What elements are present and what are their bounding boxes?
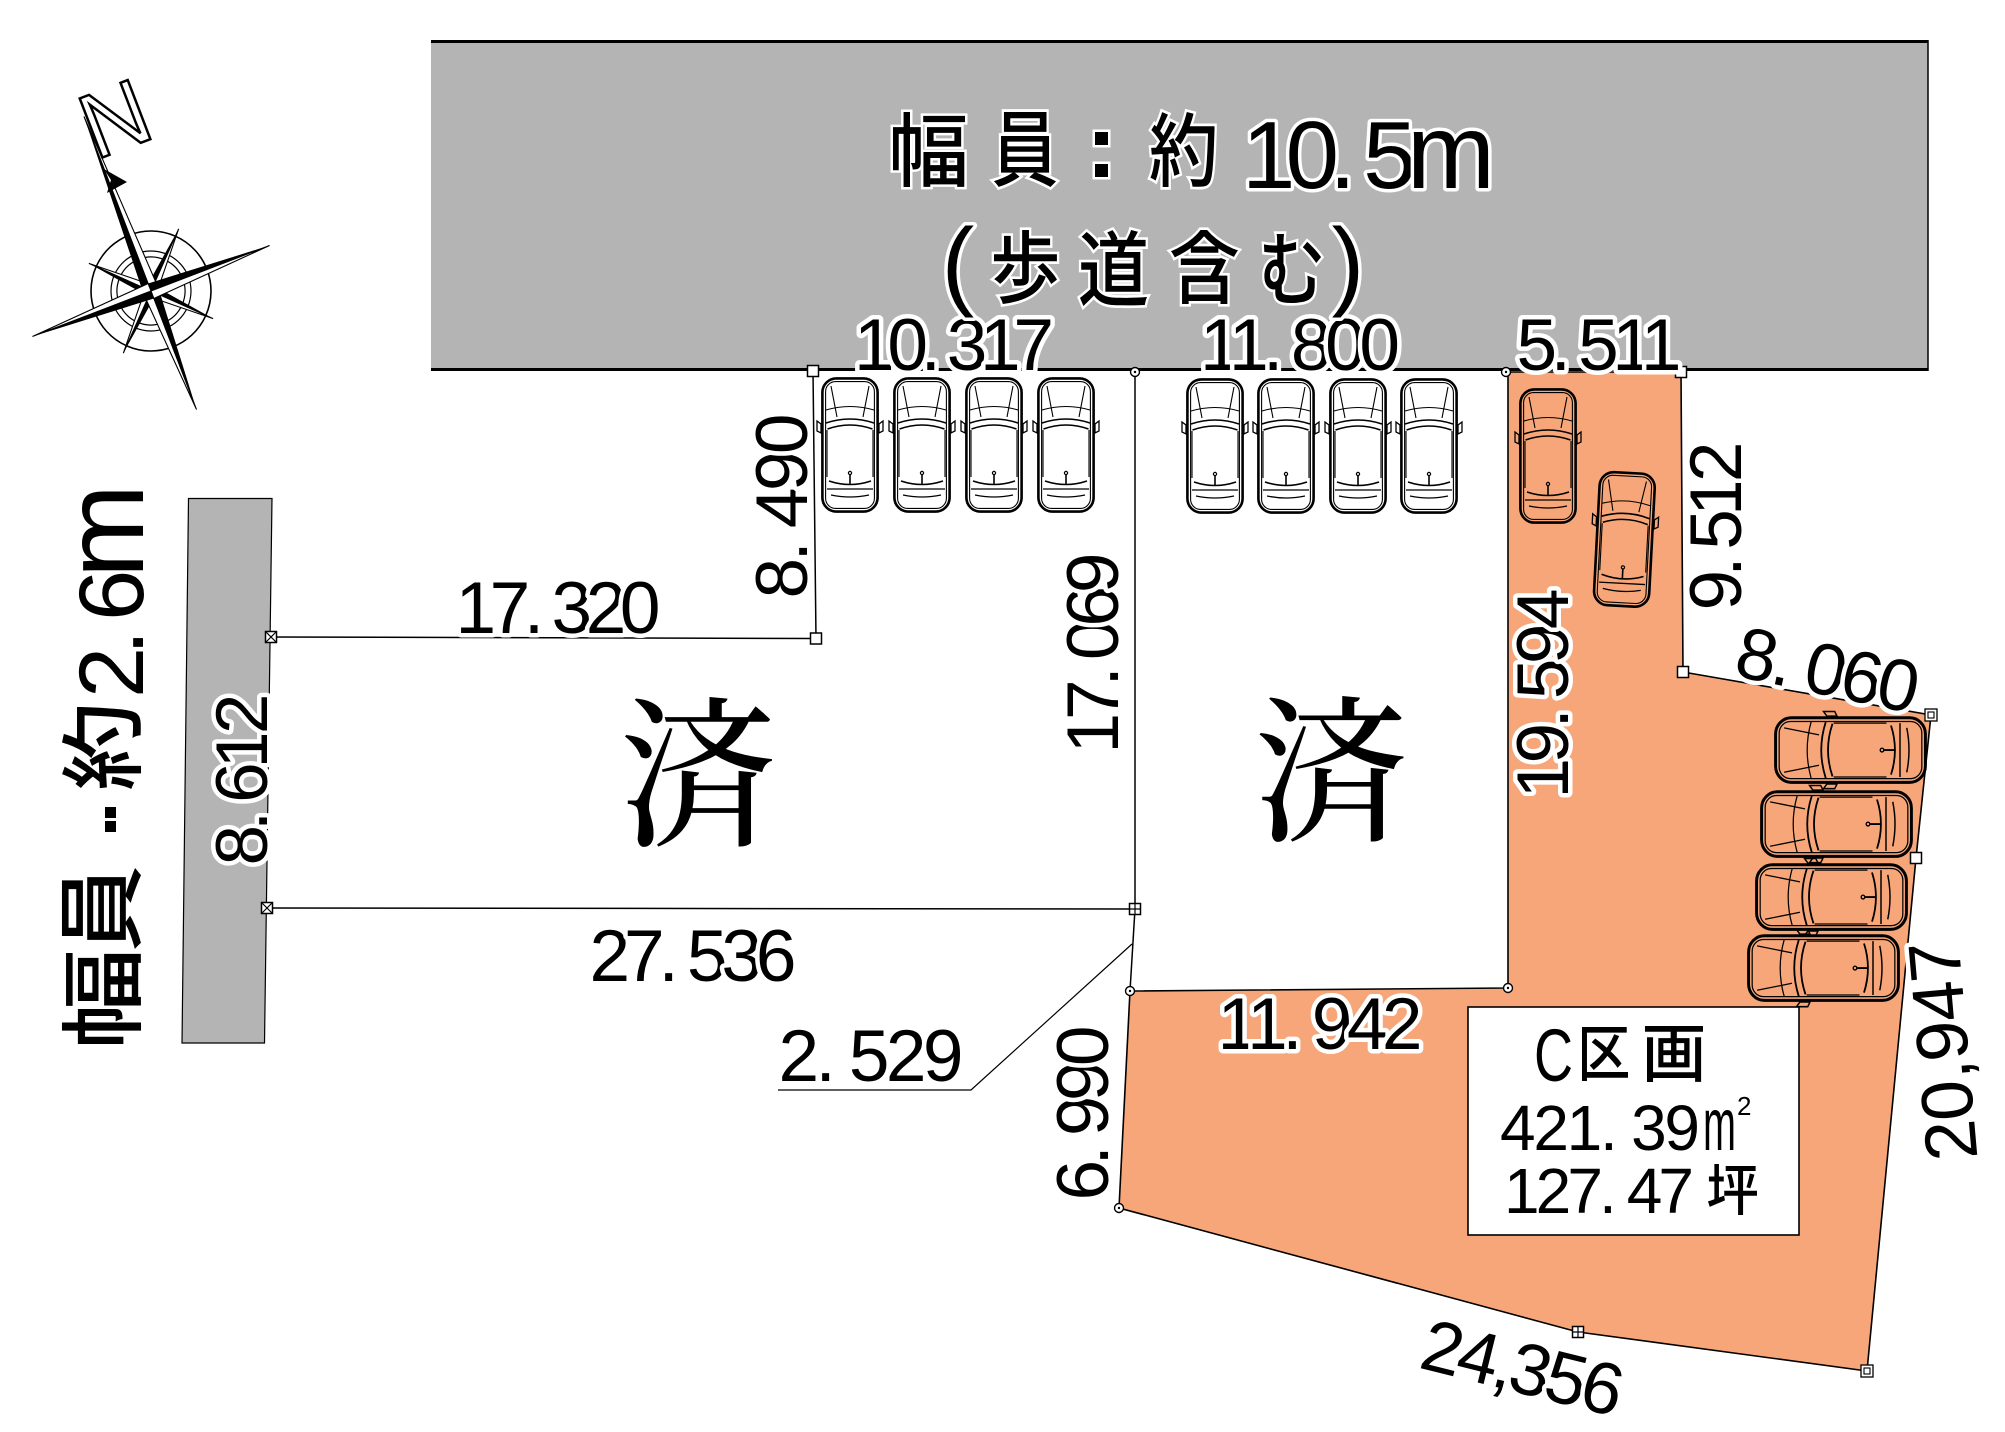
svg-text:2. 6m: 2. 6m xyxy=(41,484,167,698)
svg-text:(: ( xyxy=(942,208,975,318)
svg-text:8. 612: 8. 612 xyxy=(202,694,283,866)
svg-text:17. 320: 17. 320 xyxy=(456,568,661,649)
svg-text:8. 490: 8. 490 xyxy=(742,414,823,599)
svg-text:C: C xyxy=(1534,1014,1573,1097)
svg-text:17. 069: 17. 069 xyxy=(1053,553,1134,754)
svg-text:9. 512: 9. 512 xyxy=(1676,442,1757,611)
svg-text:m: m xyxy=(1703,1083,1736,1166)
svg-text:10. 5m: 10. 5m xyxy=(1242,93,1495,211)
svg-text:27. 536: 27. 536 xyxy=(590,916,797,997)
svg-text:6. 990: 6. 990 xyxy=(1043,1026,1124,1201)
svg-text:10. 317: 10. 317 xyxy=(854,305,1054,386)
svg-text:20,947: 20,947 xyxy=(1894,938,1994,1164)
svg-text:11. 800: 11. 800 xyxy=(1200,305,1400,386)
svg-text:127. 47: 127. 47 xyxy=(1504,1155,1694,1227)
svg-text:19. 594: 19. 594 xyxy=(1503,589,1584,799)
svg-text:421. 39: 421. 39 xyxy=(1500,1092,1700,1164)
svg-text:5. 511: 5. 511 xyxy=(1517,305,1682,386)
svg-text:11. 942: 11. 942 xyxy=(1218,984,1423,1065)
svg-text:2: 2 xyxy=(1737,1091,1751,1121)
svg-text:2. 529: 2. 529 xyxy=(779,1016,964,1097)
svg-text:): ) xyxy=(1332,208,1365,318)
svg-text:N: N xyxy=(66,60,165,179)
